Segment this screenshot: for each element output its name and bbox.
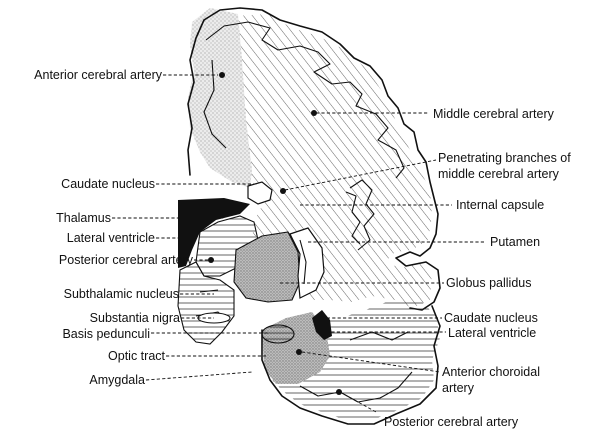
lateral-ventricle-lower-shape bbox=[312, 310, 332, 340]
label-globus-pallidus: Globus pallidus bbox=[446, 276, 531, 290]
label-posterior-cerebral-artery-lower: Posterior cerebral artery bbox=[384, 415, 519, 429]
label-posterior-cerebral-artery-upper: Posterior cerebral artery bbox=[59, 253, 194, 267]
optic-tract-shape bbox=[261, 324, 295, 344]
label-lateral-ventricle-upper: Lateral ventricle bbox=[67, 231, 155, 245]
putamen-shape bbox=[289, 227, 325, 299]
leader-lines bbox=[112, 74, 486, 413]
lower-section bbox=[261, 300, 441, 425]
lateral-ventricle-upper-shape bbox=[178, 198, 250, 268]
label-anterior-cerebral-artery: Anterior cerebral artery bbox=[34, 68, 163, 82]
label-lateral-ventricle-lower: Lateral ventricle bbox=[448, 326, 536, 340]
label-dots bbox=[208, 72, 342, 395]
label-thalamus: Thalamus bbox=[56, 211, 111, 225]
globus-pallidus-shape bbox=[233, 231, 301, 303]
label-subthalamic-nucleus: Subthalamic nucleus bbox=[64, 287, 179, 301]
label-amygdala: Amygdala bbox=[89, 373, 145, 387]
upper-cortex-outline bbox=[187, 7, 441, 311]
label-substantia-nigra: Substantia nigra bbox=[90, 311, 180, 325]
label-putamen: Putamen bbox=[490, 235, 540, 249]
upper-gyral-folds bbox=[205, 21, 405, 179]
anterior-cerebral-territory bbox=[188, 8, 252, 188]
label-penetrating-branches-line2: middle cerebral artery bbox=[438, 167, 560, 181]
caudate-nucleus-upper-shape bbox=[247, 181, 273, 205]
labels: Anterior cerebral artery Middle cerebral… bbox=[34, 68, 571, 429]
label-anterior-choroidal-line2: artery bbox=[442, 381, 475, 395]
lower-cortex-outline bbox=[261, 305, 441, 425]
label-penetrating-branches-line1: Penetrating branches of bbox=[438, 151, 571, 165]
label-optic-tract: Optic tract bbox=[108, 349, 165, 363]
upper-hemisphere bbox=[178, 7, 441, 311]
label-caudate-nucleus-upper: Caudate nucleus bbox=[61, 177, 155, 191]
label-anterior-choroidal-line1: Anterior choroidal bbox=[442, 365, 540, 379]
label-basis-pedunculi: Basis pedunculi bbox=[62, 327, 150, 341]
subthalamic-region bbox=[177, 261, 235, 345]
label-caudate-nucleus-lower: Caudate nucleus bbox=[444, 311, 538, 325]
label-middle-cerebral-artery: Middle cerebral artery bbox=[433, 107, 555, 121]
label-internal-capsule: Internal capsule bbox=[456, 198, 544, 212]
